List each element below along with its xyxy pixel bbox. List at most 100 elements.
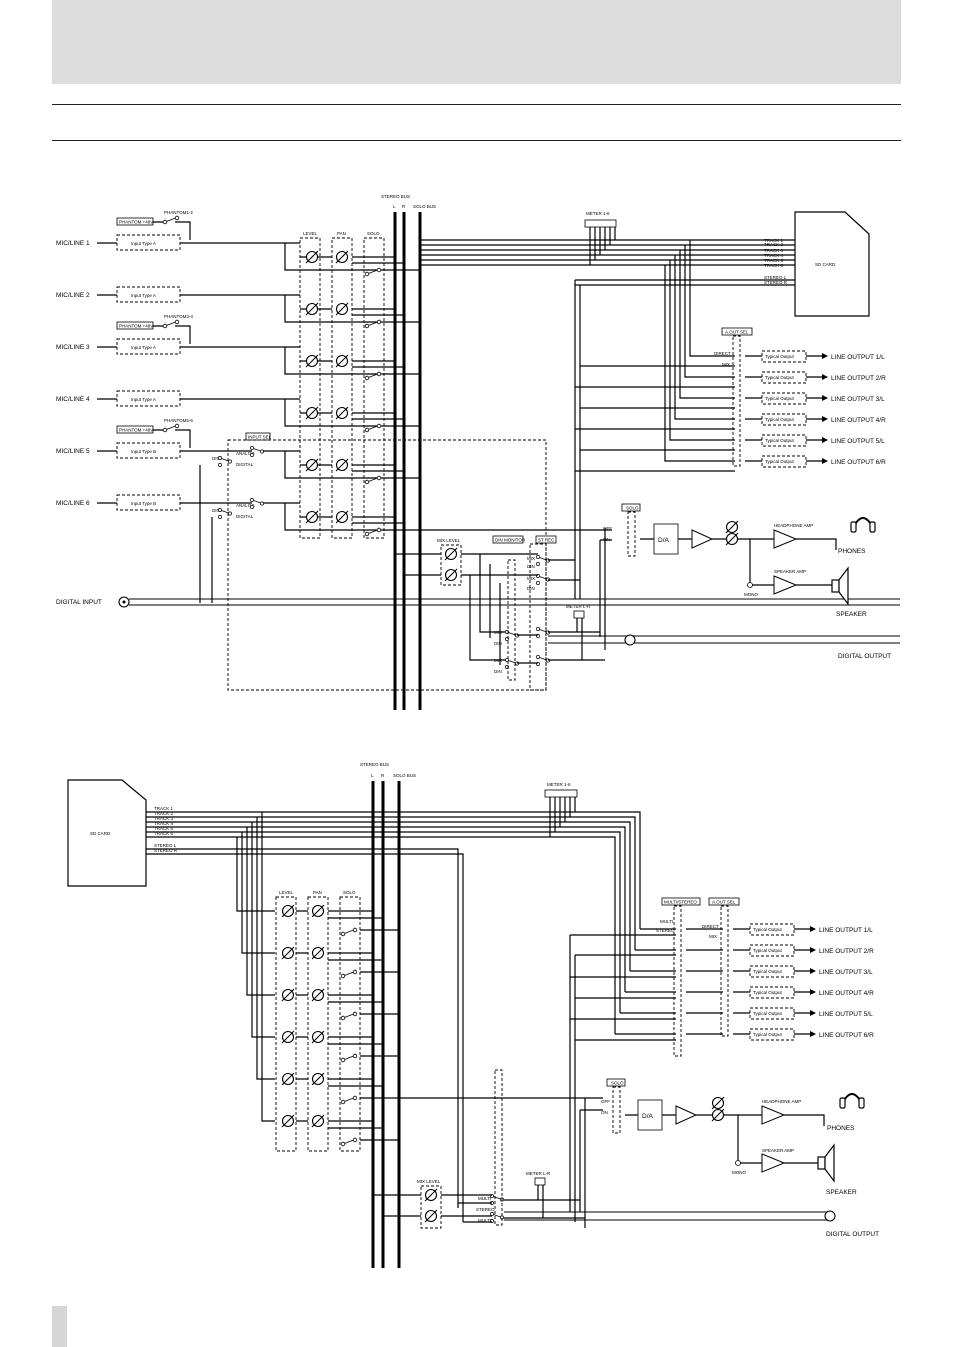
sd-b-stereo-r: STEREO R xyxy=(154,848,178,853)
din-label-dout-1: DIN xyxy=(494,641,502,646)
stereo-bus-label: STEREO BUS xyxy=(381,194,410,199)
analog-label-5: ANALOG xyxy=(236,451,255,456)
meter-box-b xyxy=(544,789,578,798)
solo-switch-3 xyxy=(364,371,382,381)
input-label-4: MIC/LINE 4 xyxy=(56,396,90,403)
solo-box-top xyxy=(621,503,641,512)
mix-label-dout-2: MIX xyxy=(494,658,502,663)
din-monitor-label: DIN MONITOR xyxy=(495,538,526,543)
line-output-b-4: LINE OUTPUT 4/R xyxy=(819,990,874,997)
sd-card-top xyxy=(794,211,870,317)
mix-level-label-bottom: MIX LEVEL xyxy=(417,1179,441,1184)
level-knob-4 xyxy=(305,406,319,420)
mix-level-group-top xyxy=(440,544,462,586)
sd-card-label-bottom: SD CARD xyxy=(90,831,111,836)
mix-label-st-1: MIX xyxy=(527,556,535,561)
mix-label-b: MIX xyxy=(709,934,717,939)
line-output-3: LINE OUTPUT 3/L xyxy=(831,396,885,403)
sd-track-3: TRACK 3 xyxy=(764,248,784,253)
multi-stereo-link-b xyxy=(494,1069,503,1226)
aout-sel-link xyxy=(732,335,741,467)
mix-level-group-bottom xyxy=(420,1185,442,1229)
solo-switch-4 xyxy=(364,423,382,433)
input-label-1: MIC/LINE 1 xyxy=(56,240,90,247)
input-type-3: Input Type A xyxy=(131,345,156,350)
level-knob-b-4 xyxy=(281,1030,295,1044)
line-output-b-5: LINE OUTPUT 5/L xyxy=(819,1011,873,1018)
typical-output-1 xyxy=(761,350,807,363)
input-type-5: Input Type B xyxy=(131,449,156,454)
typical-output-label-b-1: Typical Output xyxy=(753,927,783,932)
header-band xyxy=(52,0,901,84)
digital-output-label-top: DIGITAL OUTPUT xyxy=(838,653,891,660)
digital-input-label: DIGITAL INPUT xyxy=(56,599,102,606)
speaker-amp-bottom xyxy=(761,1153,786,1173)
input-label-3: MIC/LINE 3 xyxy=(56,344,90,351)
aout-sel-label: A.OUT SEL xyxy=(725,330,749,335)
input-type-4: Input Type A xyxy=(131,397,156,402)
solo-label-b: SOLO xyxy=(343,890,356,895)
sd-b-track-4: TRACK 4 xyxy=(154,821,174,826)
typical-output-b-4 xyxy=(749,986,795,999)
level-knob-b-3 xyxy=(281,988,295,1002)
phones-volume-knob-top xyxy=(725,532,739,546)
phones-volume-knob-bottom-2 xyxy=(711,1096,725,1110)
line-output-b-1: LINE OUTPUT 1/L xyxy=(819,927,873,934)
stereo-bus-label-b: STEREO BUS xyxy=(360,762,389,767)
stereo-label-b: STEREO xyxy=(656,928,675,933)
direct-label: DIRECT xyxy=(714,351,731,356)
level-knob-b-1 xyxy=(281,904,295,918)
headphone-amp-label-bottom: HEADPHONE AMP xyxy=(762,1099,801,1104)
sd-track-1: TRACK 1 xyxy=(764,238,784,243)
headphone-amp-bottom xyxy=(761,1105,786,1125)
phones-volume-knob-top-2 xyxy=(725,520,739,534)
header-rule-bottom xyxy=(52,140,901,141)
pan-knob-4 xyxy=(335,406,349,420)
line-output-b-6: LINE OUTPUT 6/R xyxy=(819,1032,874,1039)
buffer-amp-bottom xyxy=(675,1105,698,1125)
phantom-switch-3 xyxy=(162,423,180,433)
st-rec-box xyxy=(535,535,557,544)
pan-group-b xyxy=(307,896,329,1152)
meter-label: METER 1-6 xyxy=(586,211,610,216)
line-output-b-3: LINE OUTPUT 3/L xyxy=(819,969,873,976)
phantom-2-label: PHANTOM3-4 xyxy=(164,314,193,319)
level-label: LEVEL xyxy=(303,231,318,236)
line-output-5: LINE OUTPUT 5/L xyxy=(831,438,885,445)
bus-r-label: R xyxy=(402,204,406,209)
st-rec-label: ST REC xyxy=(538,538,555,543)
multi-label-mix-2: MULTI xyxy=(478,1218,491,1223)
pan-knob-b-2 xyxy=(311,946,325,960)
dout-switch-1 xyxy=(536,627,550,638)
din-monitor-switch-1 xyxy=(505,630,519,641)
aout-sel-box xyxy=(721,327,753,336)
st-rec-switch-1 xyxy=(536,555,550,566)
solo-switch-b-1 xyxy=(340,927,358,937)
solo-box-label-top: SOLO xyxy=(626,506,639,511)
sd-card-bottom xyxy=(67,779,147,887)
speaker-label-top: SPEAKER xyxy=(836,611,867,618)
bus-l-label: L xyxy=(393,204,396,209)
aout-sel-box-b xyxy=(708,897,740,906)
mix-level-knob-l-top xyxy=(444,547,458,561)
bus-l-label-b: L xyxy=(371,773,374,778)
din-monitor-link xyxy=(507,559,516,681)
input-label-2: MIC/LINE 2 xyxy=(56,292,90,299)
meter-lr-label-bottom: METER L-R xyxy=(526,1171,551,1176)
solo-group xyxy=(363,237,385,539)
typical-output-label-5: Typical Output xyxy=(765,438,795,443)
top-diagram: STEREO BUS L R SOLO BUS LEVEL PAN SOLO P… xyxy=(56,194,900,710)
phones-label-bottom: PHONES xyxy=(827,1125,855,1132)
meter-lr-label-top: METER L-R xyxy=(566,604,591,609)
typical-output-label-2: Typical Output xyxy=(765,375,795,380)
mono-label-top: MONO xyxy=(744,592,758,597)
on-label-bottom: ON xyxy=(601,1110,608,1115)
solo-switch-b-5 xyxy=(340,1095,358,1105)
level-knob-6 xyxy=(305,510,319,524)
digital-output-jack-bottom xyxy=(824,1210,836,1222)
level-knob-1 xyxy=(305,250,319,264)
solo-link-top xyxy=(627,511,636,557)
line-output-4: LINE OUTPUT 4/R xyxy=(831,417,886,424)
mix-label: MIX xyxy=(722,362,730,367)
phantom-box-3-label: PHANTOM +48V xyxy=(119,428,153,433)
